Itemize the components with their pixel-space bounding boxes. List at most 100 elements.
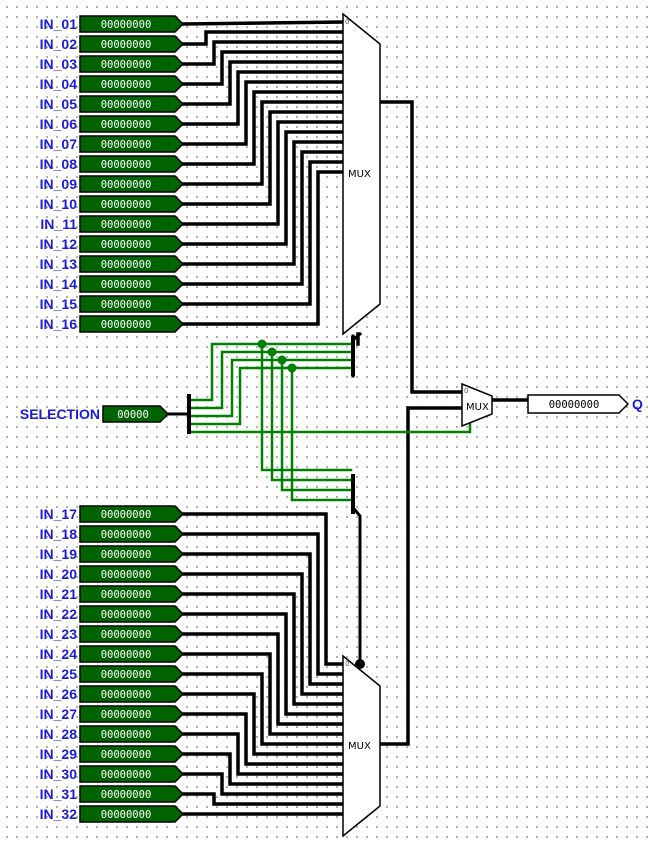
input-in_25-pin[interactable]: [79, 665, 185, 683]
input-in_19-pin[interactable]: [79, 545, 185, 563]
input-in_31-value: 00000000: [101, 789, 152, 801]
wire-in-17: [181, 512, 345, 666]
input-in_02-label: IN_02: [40, 36, 78, 52]
input-in_07-pin[interactable]: [79, 135, 185, 153]
mux-bottom-label: MUX: [348, 741, 371, 752]
input-in_20-value: 00000000: [101, 569, 152, 581]
input-in_08-pin[interactable]: [79, 155, 185, 173]
input-in_09-pin[interactable]: [79, 175, 185, 193]
input-in_04-value: 00000000: [101, 79, 152, 91]
input-in_18-pin[interactable]: [79, 525, 185, 543]
input-in_27-value: 00000000: [101, 709, 152, 721]
wire-in-18: [181, 532, 345, 676]
sel-wire-1: [189, 350, 353, 410]
input-in_20-pin[interactable]: [79, 565, 185, 583]
input-in_02-pin[interactable]: [79, 35, 185, 53]
input-in_09-value: 00000000: [101, 179, 152, 191]
wire-sel-bottom-bus: [352, 507, 362, 666]
input-in_27-pin[interactable]: [79, 705, 185, 723]
wire-in-21: [181, 592, 345, 706]
sel-wire-0b: [260, 342, 353, 472]
sel-wire-2b: [280, 358, 353, 492]
input-in_12-value: 00000000: [101, 239, 152, 251]
wire-in-23: [181, 632, 345, 726]
input-in_04-label: IN_04: [40, 76, 78, 92]
input-in_15-label: IN_15: [40, 296, 78, 312]
wire-in-03: [181, 40, 345, 66]
input-in_30-pin[interactable]: [79, 765, 185, 783]
input-in_11-label: IN_11: [40, 216, 77, 232]
input-in_11-pin[interactable]: [79, 215, 185, 233]
sel-wire-1b: [270, 350, 353, 482]
input-in_26-pin[interactable]: [79, 685, 185, 703]
input-in_22-value: 00000000: [101, 609, 152, 621]
input-in_02-value: 00000000: [101, 39, 152, 51]
input-in_05-pin[interactable]: [79, 95, 185, 113]
input-in_21-value: 00000000: [101, 589, 152, 601]
wire-in-20: [181, 572, 345, 696]
mux-bottom: [342, 654, 381, 838]
input-in_16-pin[interactable]: [79, 315, 185, 333]
input-in_14-value: 00000000: [101, 279, 152, 291]
sel-junction-dot: [267, 347, 277, 357]
input-in_08-label: IN_08: [40, 156, 78, 172]
input-in_05-value: 00000000: [101, 99, 152, 111]
input-in_32-pin[interactable]: [79, 805, 185, 823]
input-in_19-label: IN_19: [40, 546, 78, 562]
input-in_31-pin[interactable]: [79, 785, 185, 803]
splitter-top: [351, 336, 355, 376]
sel-wire-0: [189, 342, 353, 402]
input-in_23-pin[interactable]: [79, 625, 185, 643]
input-in_29-label: IN_29: [40, 746, 78, 762]
selection-pin[interactable]: [102, 405, 170, 423]
input-in_31-label: IN_31: [40, 786, 78, 802]
input-in_17-label: IN_17: [40, 506, 78, 522]
input-in_04-pin[interactable]: [79, 75, 185, 93]
sel-junction-dot: [287, 363, 297, 373]
input-in_10-value: 00000000: [101, 199, 152, 211]
mux-final: [461, 382, 493, 428]
input-in_15-value: 00000000: [101, 299, 152, 311]
wire-in-14: [181, 150, 345, 286]
input-in_17-pin[interactable]: [79, 505, 185, 523]
mux-top-label: MUX: [348, 169, 371, 180]
wire-in-30: [181, 772, 345, 796]
input-in_01-pin[interactable]: [79, 15, 185, 33]
input-in_25-value: 00000000: [101, 669, 152, 681]
wire-in-28: [181, 732, 345, 776]
input-in_14-pin[interactable]: [79, 275, 185, 293]
data-bus-wires: [166, 20, 530, 816]
input-in_10-pin[interactable]: [79, 195, 185, 213]
input-in_30-value: 00000000: [101, 769, 152, 781]
output-label: Q: [632, 396, 643, 412]
input-in_15-pin[interactable]: [79, 295, 185, 313]
input-in_21-pin[interactable]: [79, 585, 185, 603]
selection-value: 00000: [117, 409, 149, 421]
input-in_29-pin[interactable]: [79, 745, 185, 763]
wire-in-15: [181, 160, 345, 306]
input-in_07-label: IN_07: [40, 136, 78, 152]
input-in_24-pin[interactable]: [79, 645, 185, 663]
input-in_07-value: 00000000: [101, 139, 152, 151]
wire-in-31: [181, 792, 345, 806]
input-in_03-pin[interactable]: [79, 55, 185, 73]
input-in_12-pin[interactable]: [79, 235, 185, 253]
wire-mux2-out: [378, 406, 464, 746]
input-in_18-value: 00000000: [101, 529, 152, 541]
input-in_28-pin[interactable]: [79, 725, 185, 743]
input-in_13-value: 00000000: [101, 259, 152, 271]
wire-in-10: [181, 110, 345, 206]
input-in_06-pin[interactable]: [79, 115, 185, 133]
input-in_25-label: IN_25: [40, 666, 78, 682]
wire-in-09: [181, 100, 345, 186]
input-in_17-value: 00000000: [101, 509, 152, 521]
input-in_22-pin[interactable]: [79, 605, 185, 623]
input-in_13-pin[interactable]: [79, 255, 185, 273]
input-in_23-label: IN_23: [40, 626, 78, 642]
selection-label: SELECTION: [20, 406, 100, 422]
input-in_32-value: 00000000: [101, 809, 152, 821]
input-in_18-label: IN_18: [40, 526, 78, 542]
input-in_01-label: IN_01: [40, 16, 78, 32]
sel-wire-3b: [290, 366, 353, 502]
